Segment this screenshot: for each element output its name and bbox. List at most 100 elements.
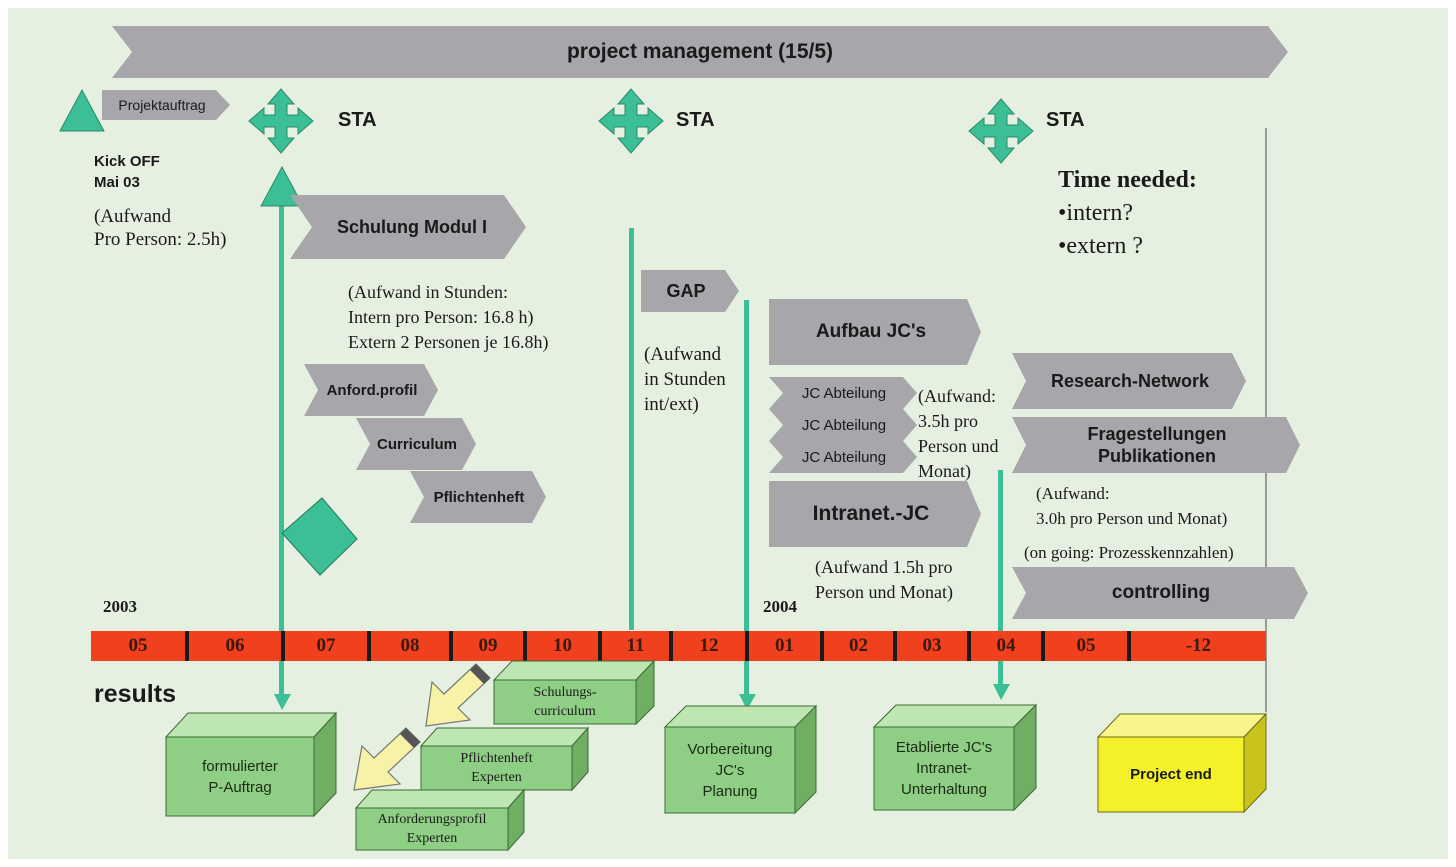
sta-label-1: STA	[338, 109, 377, 131]
results-title: results	[94, 680, 176, 708]
anford-profil-label: Anford.profil	[326, 381, 418, 399]
vorbereitung-label: Vorbereitung JC's Planung	[665, 727, 795, 813]
year-2004-label: 2004	[763, 597, 797, 616]
month-end: -12	[1185, 635, 1212, 656]
kickoff-title-line1: Kick OFF	[94, 153, 160, 170]
month-06: 06	[225, 635, 245, 656]
anford-line2: Experten	[406, 831, 458, 846]
project-management-banner: project management (15/5)	[112, 26, 1288, 78]
gap-chevron: GAP	[641, 270, 739, 312]
aufbau-effort-note: (Aufwand: 3.5h pro Person und Monat)	[918, 384, 999, 484]
etab-line3: Unterhaltung	[901, 781, 987, 798]
timeline-separator	[523, 631, 527, 661]
pflichtenheft-experten-label: Pflichtenheft Experten	[421, 746, 572, 790]
gap-note-line1: (Aufwand	[644, 344, 722, 365]
aufbau-jc-chevron: Aufbau JC's	[769, 299, 981, 365]
pflicht-line1: Pflichtenheft	[460, 751, 533, 766]
schulungs-line1: Schulungs-	[533, 685, 597, 700]
schulung-note-line2: Intern pro Person: 16.8 h)	[348, 307, 534, 327]
gap-line	[629, 228, 634, 630]
etablierte-jc-label: Etablierte JC's Intranet- Unterhaltung	[874, 727, 1014, 810]
projektauftrag-tag: Projektauftrag	[102, 90, 230, 120]
schulungs-line2: curriculum	[534, 704, 596, 719]
arrow-icon-to-anforderungsprofil	[353, 727, 421, 791]
curriculum-label: Curriculum	[376, 435, 457, 453]
aufbau-note-line1: (Aufwand:	[918, 386, 996, 406]
research-note-line2: 3.0h pro Person und Monat)	[1036, 509, 1228, 528]
box-vorbereitung	[663, 704, 818, 815]
ongoing-note: (on going: Prozesskennzahlen)	[1024, 543, 1234, 562]
vorb-line1: Vorbereitung	[687, 740, 773, 758]
month-09: 09	[478, 635, 498, 656]
jc-abteilung-chevron-2: JC Abteilung	[769, 409, 917, 441]
research-note-line1: (Aufwand:	[1036, 484, 1110, 503]
banner-label: project management (15/5)	[566, 40, 834, 63]
box-project-end	[1096, 712, 1268, 814]
intranet-note-line2: Person und Monat)	[815, 582, 953, 602]
month-05-2003: 05	[128, 635, 148, 656]
project-end-text: Project end	[1130, 766, 1212, 783]
controlling-label: controlling	[1111, 582, 1211, 603]
anford-line1: Anforderungsprofil	[377, 812, 487, 827]
p-auftrag-label: formulierter P-Auftrag	[166, 737, 314, 816]
jc-abteilung-chevron-3: JC Abteilung	[769, 441, 917, 473]
jc-abteilung-label-3: JC Abteilung	[801, 448, 887, 466]
kickoff-effort-note: (Aufwand Pro Person: 2.5h)	[94, 205, 226, 251]
timeline-separator	[281, 631, 285, 661]
month-07: 07	[316, 635, 336, 656]
pflicht-line2: Experten	[471, 770, 522, 785]
month-05-2004: 05	[1076, 635, 1096, 656]
time-needed-title: Time needed:	[1058, 167, 1197, 193]
month-10: 10	[553, 635, 572, 656]
month-12: 12	[699, 635, 719, 656]
gap-label: GAP	[666, 280, 706, 301]
timeline-bar	[91, 631, 1266, 661]
timeline-separator	[669, 631, 673, 661]
fragestellungen-label: Fragestellungen	[1087, 424, 1227, 444]
timeline-separator	[1127, 631, 1131, 661]
time-needed-intern: •intern?	[1058, 200, 1134, 226]
timeline-separator	[820, 631, 824, 661]
research-line	[998, 470, 1003, 695]
month-01: 01	[775, 635, 794, 656]
aufbau-note-line3: Person und	[918, 436, 999, 456]
timeline-separator	[598, 631, 602, 661]
aufbau-note-line2: 3.5h pro	[918, 411, 978, 431]
schulung-note-line3: Extern 2 Personen je 16.8h)	[348, 332, 549, 352]
controlling-chevron: controlling	[1012, 567, 1308, 619]
month-04: 04	[996, 635, 1016, 656]
intranet-note-line1: (Aufwand 1.5h pro	[815, 557, 953, 577]
month-03: 03	[922, 635, 942, 656]
arrowhead-icon-1	[274, 694, 291, 710]
time-needed-extern: •extern ?	[1058, 233, 1144, 259]
kickoff-title: Kick OFF Mai 03	[94, 151, 160, 193]
aufbau-line	[744, 300, 749, 695]
schulung-note-line1: (Aufwand in Stunden:	[348, 282, 508, 302]
research-effort-note: (Aufwand: 3.0h pro Person und Monat)	[1036, 481, 1227, 531]
timeline-separator	[449, 631, 453, 661]
month-11: 11	[626, 635, 645, 656]
gap-note-line2: in Stunden	[644, 369, 726, 390]
time-needed-block: Time needed: •intern? •extern ?	[1058, 164, 1197, 263]
aufbau-jc-label: Aufbau JC's	[815, 321, 927, 342]
year-2003-label: 2003	[103, 597, 137, 616]
pflichtenheft-label: Pflichtenheft	[433, 488, 525, 506]
schulungs-curriculum-label: Schulungs- curriculum	[494, 680, 636, 724]
schulung-modul-chevron: Schulung Modul I	[290, 195, 526, 259]
kickoff-title-line2: Mai 03	[94, 174, 140, 191]
month-08: 08	[400, 635, 420, 656]
etab-line1: Etablierte JC's	[895, 739, 993, 756]
jc-abteilung-label-1: JC Abteilung	[801, 384, 887, 402]
intranet-effort-note: (Aufwand 1.5h pro Person und Monat)	[815, 555, 953, 605]
publikationen-label: Publikationen	[1097, 446, 1216, 466]
timeline-separator	[745, 631, 749, 661]
timeline-separator	[893, 631, 897, 661]
timeline-separator	[1041, 631, 1045, 661]
p-auftrag-line1: formulierter	[202, 757, 278, 775]
kickoff-milestone-line	[279, 205, 284, 695]
schulung-effort-note: (Aufwand in Stunden: Intern pro Person: …	[348, 280, 548, 355]
schulung-modul-label: Schulung Modul I	[337, 216, 487, 237]
